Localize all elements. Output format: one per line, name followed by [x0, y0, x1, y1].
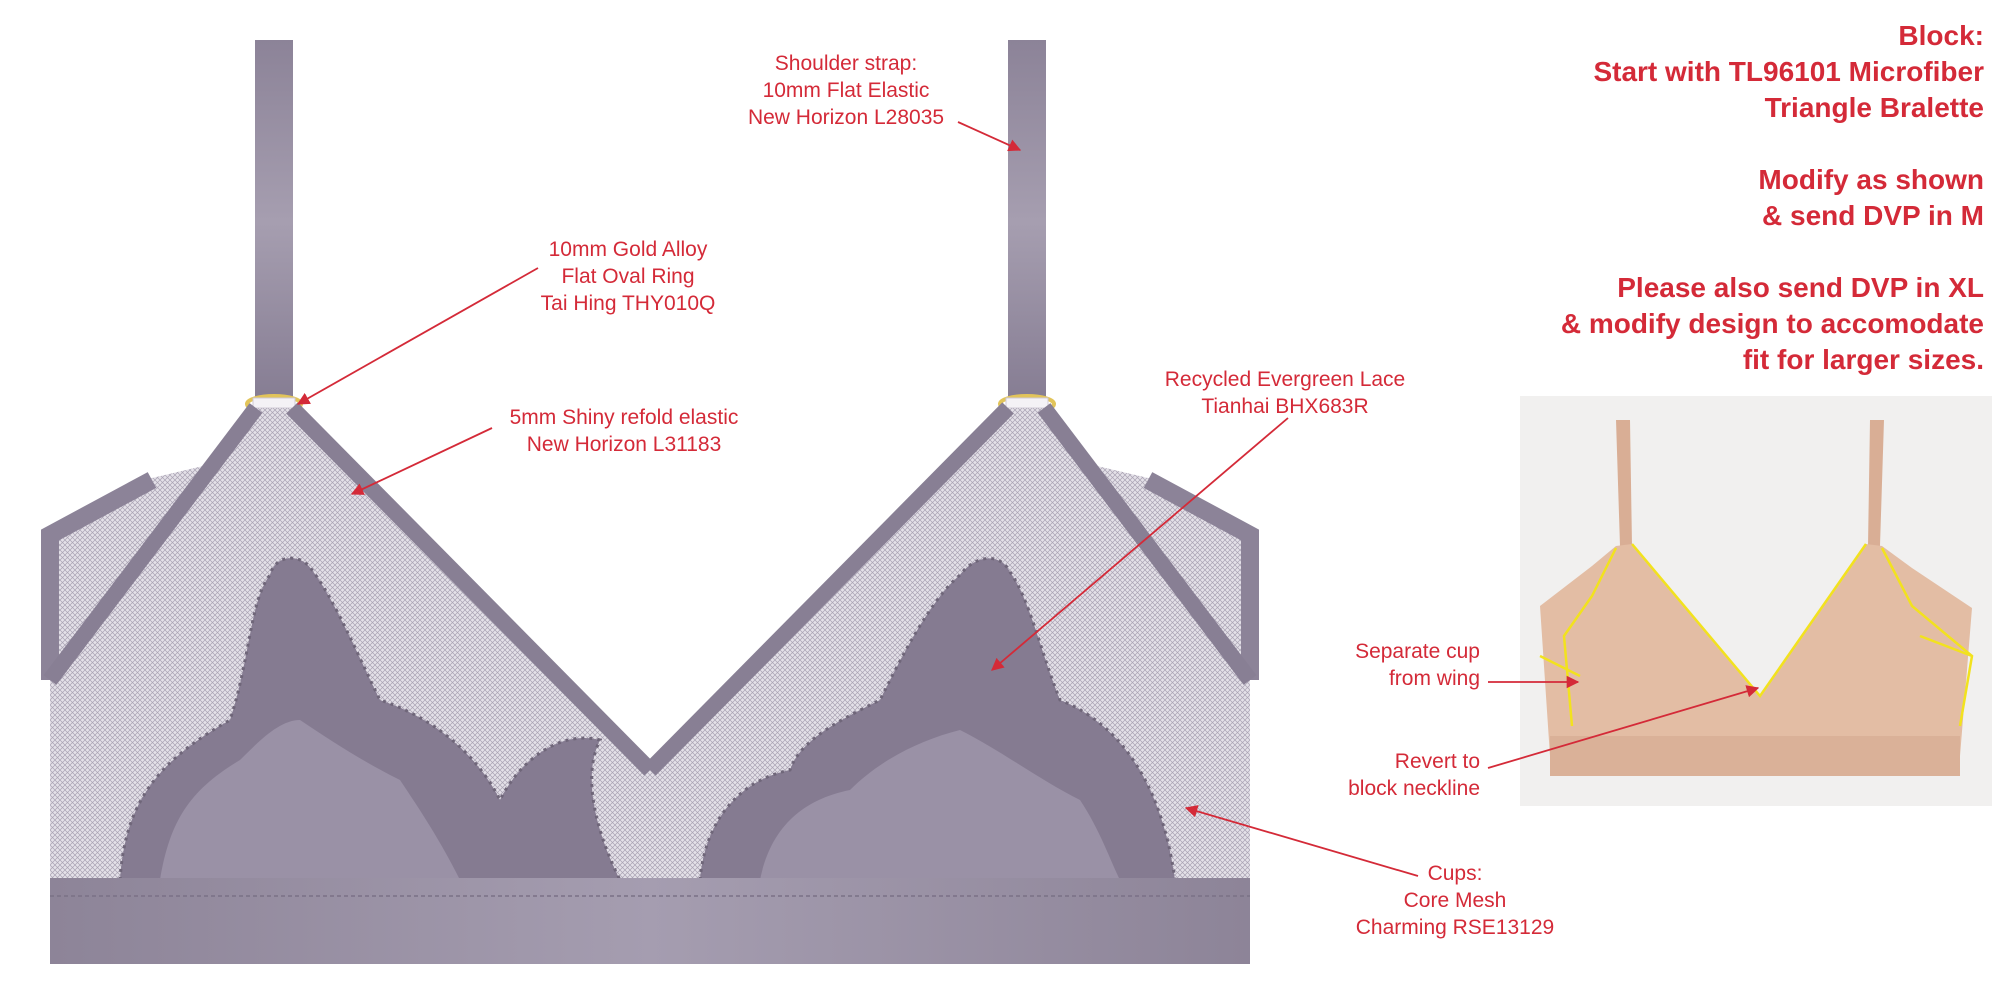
right-wing-edge — [1143, 472, 1259, 680]
annotation-arrows — [296, 121, 1419, 877]
ring-arrow — [296, 267, 539, 405]
ring-callout: 10mm Gold Alloy Flat Oval Ring Tai Hing … — [540, 238, 716, 315]
reference-photo-bralette — [1539, 420, 1974, 776]
lace-arrow — [991, 417, 1289, 671]
left-wing-edge — [41, 472, 157, 680]
photo-underband — [1550, 736, 1960, 776]
modify-note: Modify as shown & send DVP in M — [1758, 164, 1984, 231]
lace-callout: Recycled Evergreen Lace Tianhai BHX683R — [1164, 368, 1406, 418]
shoulder-strap-callout: Shoulder strap: 10mm Flat Elastic New Ho… — [747, 52, 945, 129]
left-lace-scallops — [118, 556, 622, 881]
left-lace-motif — [120, 558, 620, 880]
photo-bralette-body — [1540, 544, 1972, 756]
left-shoulder-strap — [255, 40, 293, 405]
photo-left-strap — [1616, 420, 1632, 546]
cups-arrow — [1184, 805, 1419, 877]
left-neckline-elastic — [286, 402, 656, 776]
instruction-notes: Block: Start with TL96101 Microfiber Tri… — [1424, 18, 1984, 414]
xl-note: Please also send DVP in XL & modify desi… — [1560, 272, 1984, 375]
right-shoulder-strap — [1008, 40, 1046, 405]
separate-cup-callout: Separate cup from wing — [1355, 640, 1480, 690]
cups-callout: Cups: Core Mesh Charming RSE13129 — [1355, 862, 1555, 939]
right-lace-scallops — [698, 556, 1177, 881]
revert-neckline-callout: Revert to block neckline — [1348, 750, 1480, 800]
reference-photo-panel — [1520, 396, 1992, 806]
right-armhole-elastic — [1037, 403, 1257, 685]
left-armhole-elastic — [43, 403, 263, 685]
refold-elastic-callout: 5mm Shiny refold elastic New Horizon L31… — [509, 406, 739, 456]
photo-right-strap — [1868, 420, 1884, 546]
underband — [50, 878, 1250, 964]
right-lace-motif — [700, 558, 1175, 880]
shoulder-strap-arrow — [957, 121, 1022, 152]
refold-elastic-arrow — [350, 427, 493, 495]
block-note: Block: Start with TL96101 Microfiber Tri… — [1593, 20, 1984, 123]
right-neckline-elastic — [644, 402, 1014, 776]
